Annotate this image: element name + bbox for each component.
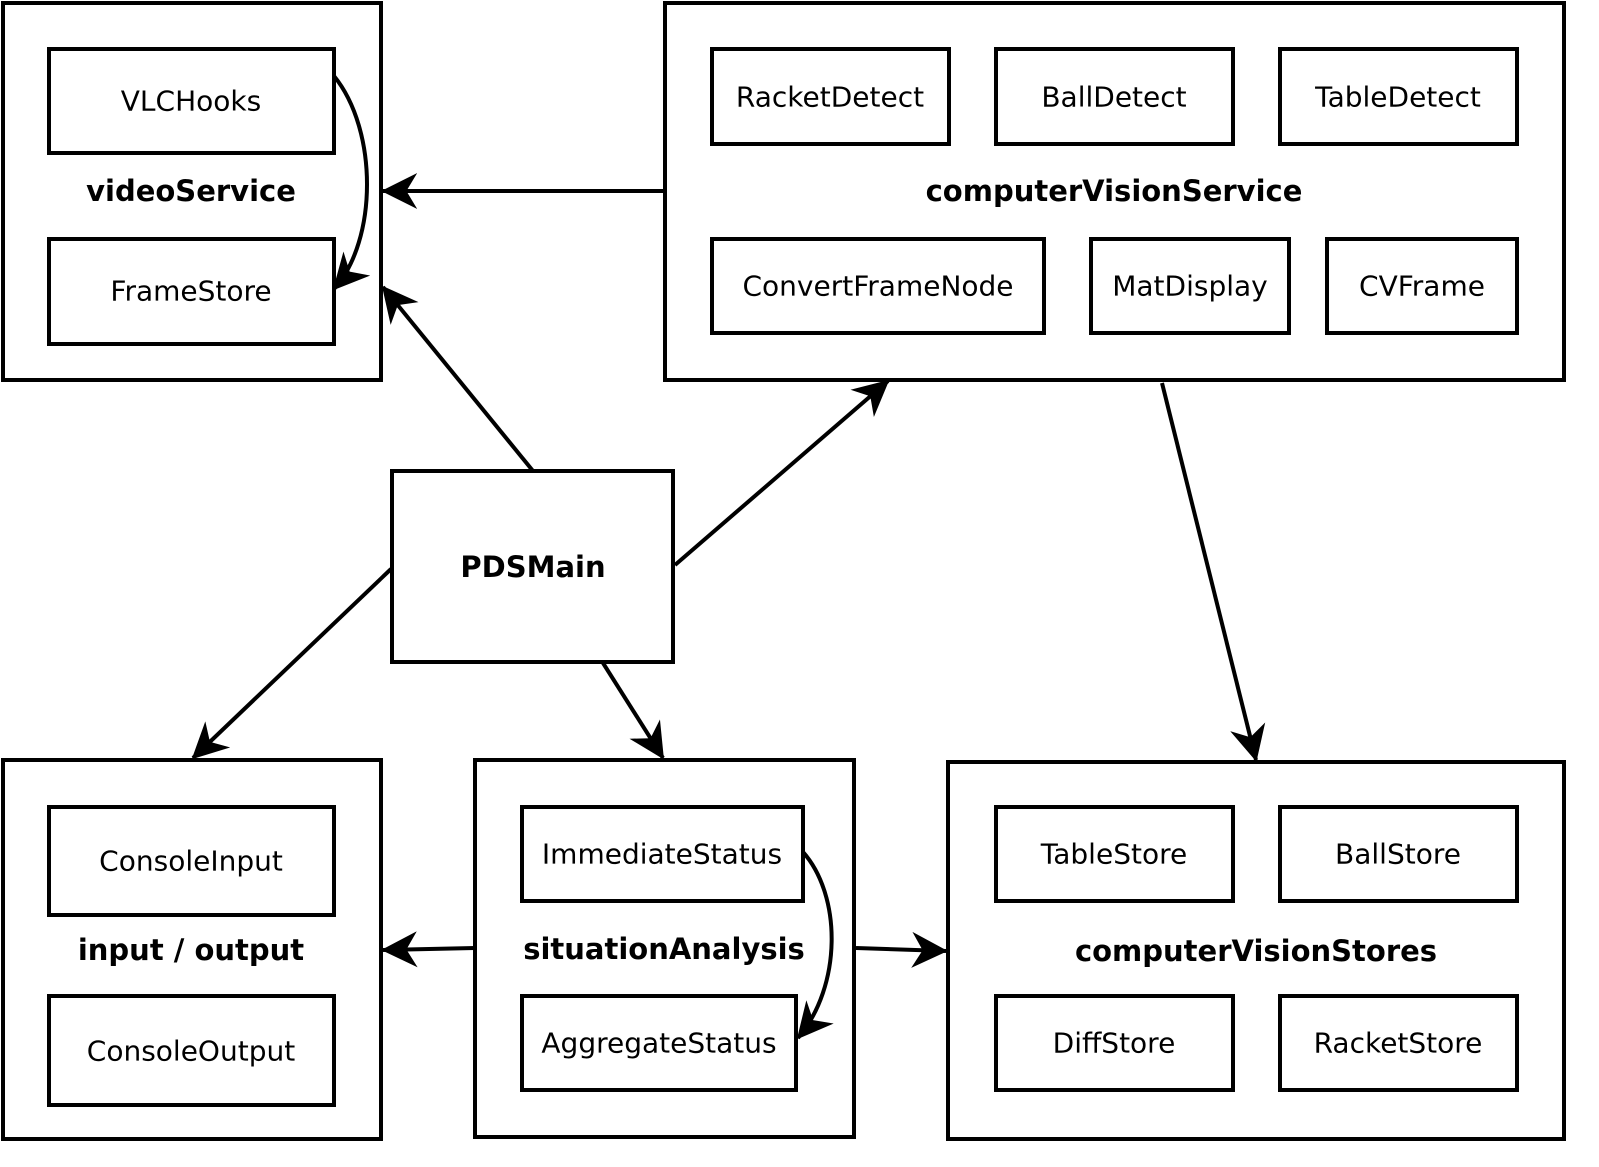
racket-store-node: RacketStore	[1278, 994, 1519, 1092]
situation-analysis-title: situationAnalysis	[523, 932, 805, 966]
edges	[191, 74, 1266, 1040]
mat-display-label: MatDisplay	[1112, 270, 1268, 303]
video-service-container: VLCHooks videoService FrameStore	[1, 1, 383, 382]
console-input-node: ConsoleInput	[47, 805, 336, 917]
table-store-node: TableStore	[994, 805, 1235, 903]
cv-frame-node: CVFrame	[1325, 237, 1519, 335]
ball-detect-label: BallDetect	[1041, 81, 1186, 114]
pds-main-title: PDSMain	[460, 550, 605, 584]
convert-frame-node-label: ConvertFrameNode	[742, 270, 1013, 303]
diff-store-label: DiffStore	[1053, 1027, 1176, 1060]
ball-store-node: BallStore	[1278, 805, 1519, 903]
frame-store-label: FrameStore	[110, 275, 271, 308]
edge-immediatestatus-to-aggregatestatus	[796, 850, 834, 1040]
aggregate-status-label: AggregateStatus	[541, 1027, 776, 1060]
video-service-title: videoService	[86, 174, 296, 208]
mat-display-node: MatDisplay	[1089, 237, 1291, 335]
edge-pdsmain-to-inputoutput	[191, 567, 393, 760]
computer-vision-service-container: RacketDetect BallDetect TableDetect comp…	[663, 1, 1566, 382]
computer-vision-stores-container: TableStore BallStore computerVisionStore…	[946, 760, 1566, 1141]
edge-situationanalysis-to-inputoutput	[381, 931, 476, 968]
table-detect-node: TableDetect	[1278, 47, 1519, 146]
edge-cvservice-to-cvstores	[1160, 382, 1266, 762]
racket-store-label: RacketStore	[1314, 1027, 1483, 1060]
edge-vlchooks-to-framestore	[332, 74, 371, 291]
ball-store-label: BallStore	[1335, 838, 1461, 871]
convert-frame-node-node: ConvertFrameNode	[710, 237, 1046, 335]
aggregate-status-node: AggregateStatus	[520, 994, 798, 1092]
input-output-container: ConsoleInput input / output ConsoleOutpu…	[1, 758, 383, 1141]
frame-store-node: FrameStore	[47, 237, 336, 346]
situation-analysis-container: ImmediateStatus situationAnalysis Aggreg…	[473, 758, 856, 1139]
edge-pdsmain-to-situationanalysis	[601, 661, 665, 760]
vlc-hooks-label: VLCHooks	[121, 85, 261, 118]
computer-vision-service-title: computerVisionService	[926, 174, 1303, 208]
computer-vision-stores-title: computerVisionStores	[1075, 934, 1437, 968]
ball-detect-node: BallDetect	[994, 47, 1235, 146]
console-output-label: ConsoleOutput	[87, 1035, 295, 1068]
immediate-status-label: ImmediateStatus	[542, 838, 782, 871]
immediate-status-node: ImmediateStatus	[520, 805, 805, 903]
edge-pdsmain-to-cvservice	[673, 379, 890, 567]
cv-frame-label: CVFrame	[1359, 270, 1485, 303]
console-output-node: ConsoleOutput	[47, 994, 336, 1107]
table-detect-label: TableDetect	[1314, 81, 1481, 114]
pds-main-node: PDSMain	[390, 469, 675, 664]
table-store-label: TableStore	[1040, 838, 1187, 871]
input-output-title: input / output	[78, 933, 304, 967]
racket-detect-node: RacketDetect	[710, 47, 951, 146]
console-input-label: ConsoleInput	[99, 845, 283, 878]
racket-detect-label: RacketDetect	[736, 81, 924, 114]
edge-pdsmain-to-videoservice	[381, 285, 535, 473]
diff-store-node: DiffStore	[994, 994, 1235, 1092]
edge-situationanalysis-to-cvstores	[855, 931, 948, 968]
vlc-hooks-node: VLCHooks	[47, 47, 336, 155]
